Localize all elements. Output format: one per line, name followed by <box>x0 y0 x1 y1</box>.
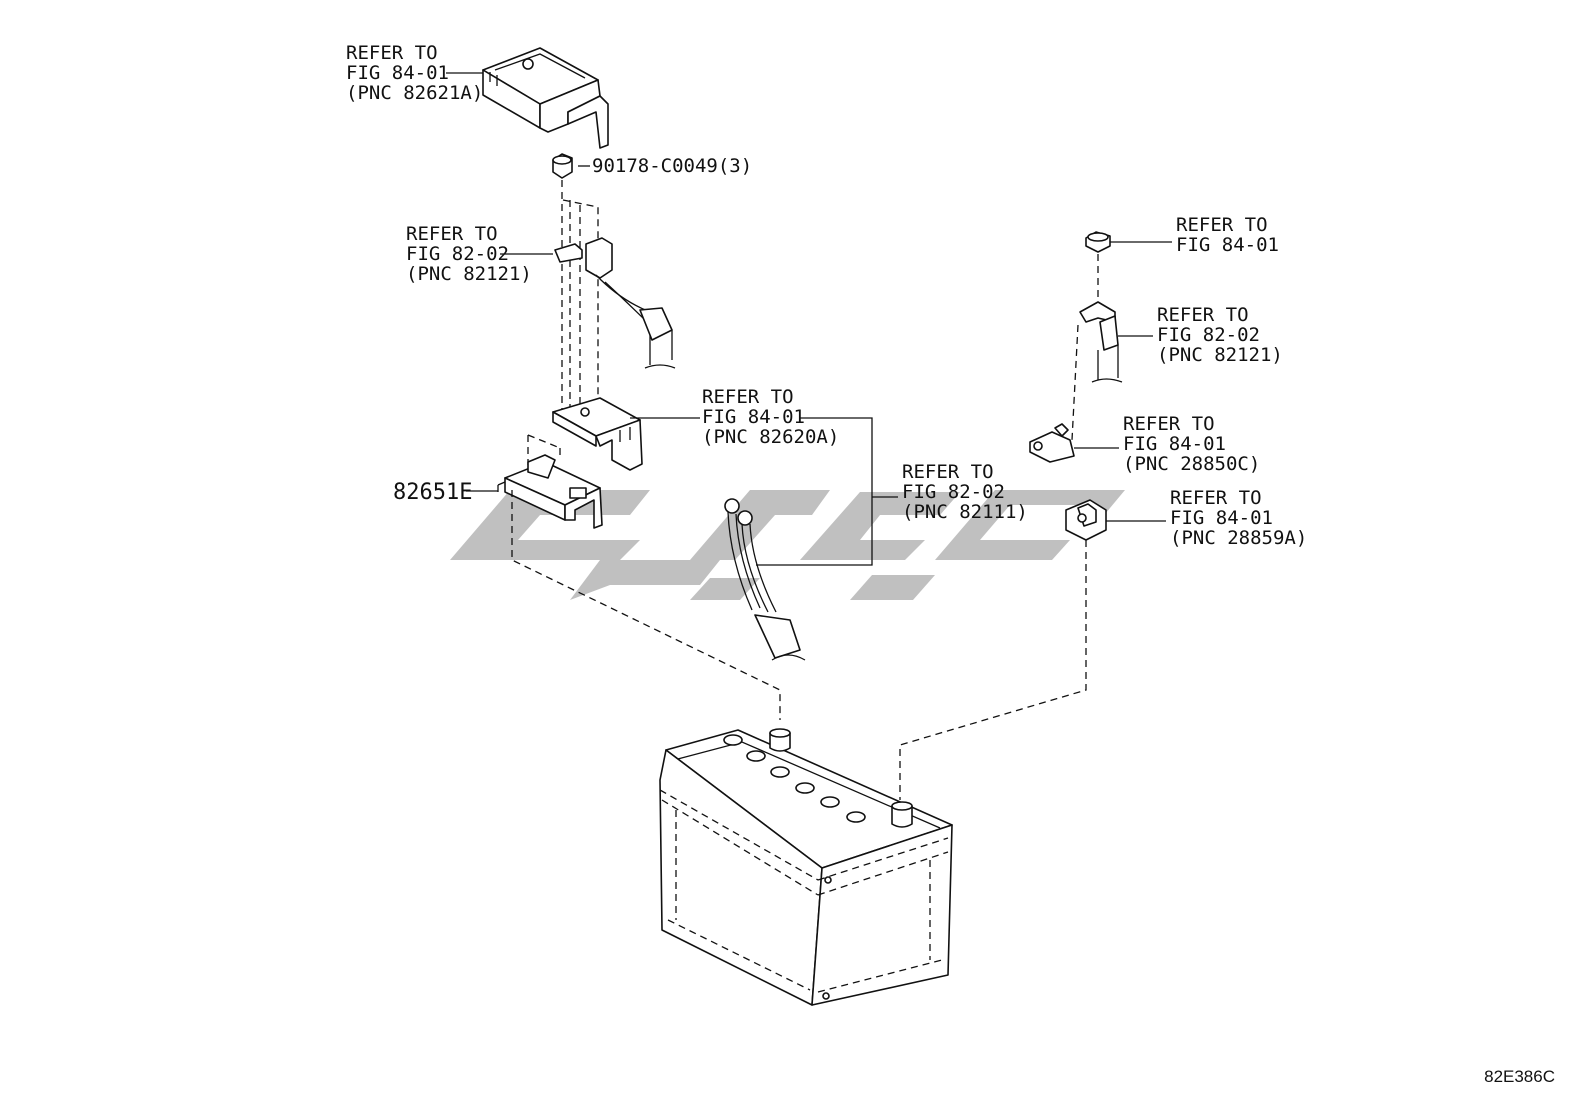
battery-bracket-part <box>552 397 643 471</box>
callout-line: FIG 84-01 <box>702 406 805 428</box>
callout-line: REFER TO <box>406 223 498 245</box>
callout-cover-top: REFER TO FIG 84-01 (PNC 82621A) <box>346 42 483 104</box>
callout-line: REFER TO <box>1176 214 1268 236</box>
callout-line: FIG 84-01 <box>346 62 449 84</box>
callout-cable: REFER TO FIG 82-02 (PNC 82111) <box>902 461 1028 523</box>
callout-terminal-right: REFER TO FIG 82-02 (PNC 82121) <box>1157 304 1283 366</box>
callout-line: FIG 82-02 <box>406 243 509 265</box>
callout-line: REFER TO <box>1123 413 1215 435</box>
diagram-code: 82E386C <box>1484 1067 1555 1086</box>
callout-sensor-c: REFER TO FIG 84-01 (PNC 28850C) <box>1123 413 1260 475</box>
sensor-28859a-part <box>1065 499 1107 541</box>
terminal-left-part <box>554 237 676 369</box>
battery-clamp-part <box>497 454 603 529</box>
callout-sensor-a: REFER TO FIG 84-01 (PNC 28859A) <box>1170 487 1307 549</box>
callout-line: FIG 84-01 <box>1123 433 1226 455</box>
callout-line: (PNC 82111) <box>902 501 1028 523</box>
battery-part <box>659 728 953 1006</box>
callout-line: FIG 82-02 <box>902 481 1005 503</box>
callout-line: FIG 84-01 <box>1176 234 1279 256</box>
callout-bracket: REFER TO FIG 84-01 (PNC 82620A) <box>702 386 839 448</box>
bolt-right-part <box>1085 231 1111 253</box>
callout-line: REFER TO <box>902 461 994 483</box>
callout-line: (PNC 28859A) <box>1170 527 1307 549</box>
callout-line: (PNC 82121) <box>406 263 532 285</box>
callout-line: (PNC 82620A) <box>702 426 839 448</box>
callout-line: (PNC 28850C) <box>1123 453 1260 475</box>
leader-lines <box>446 72 1172 566</box>
callout-line: REFER TO <box>702 386 794 408</box>
nut-part <box>552 153 573 179</box>
battery-cable-part <box>724 498 806 661</box>
callout-bolt-right: REFER TO FIG 84-01 <box>1176 214 1279 256</box>
callout-nut: 90178-C0049(3) <box>592 155 752 177</box>
callout-line: REFER TO <box>1157 304 1249 326</box>
callout-terminal-left: REFER TO FIG 82-02 (PNC 82121) <box>406 223 532 285</box>
callout-line: FIG 84-01 <box>1170 507 1273 529</box>
callout-line: (PNC 82121) <box>1157 344 1283 366</box>
callout-line: REFER TO <box>346 42 438 64</box>
callout-line: REFER TO <box>1170 487 1262 509</box>
callout-clamp-part-number: 82651E <box>393 480 472 505</box>
sensor-28850c-part <box>1029 423 1075 463</box>
callout-line: (PNC 82621A) <box>346 82 483 104</box>
battery-cover-part <box>482 47 609 149</box>
terminal-right-part <box>1079 301 1123 383</box>
callout-line: FIG 82-02 <box>1157 324 1260 346</box>
